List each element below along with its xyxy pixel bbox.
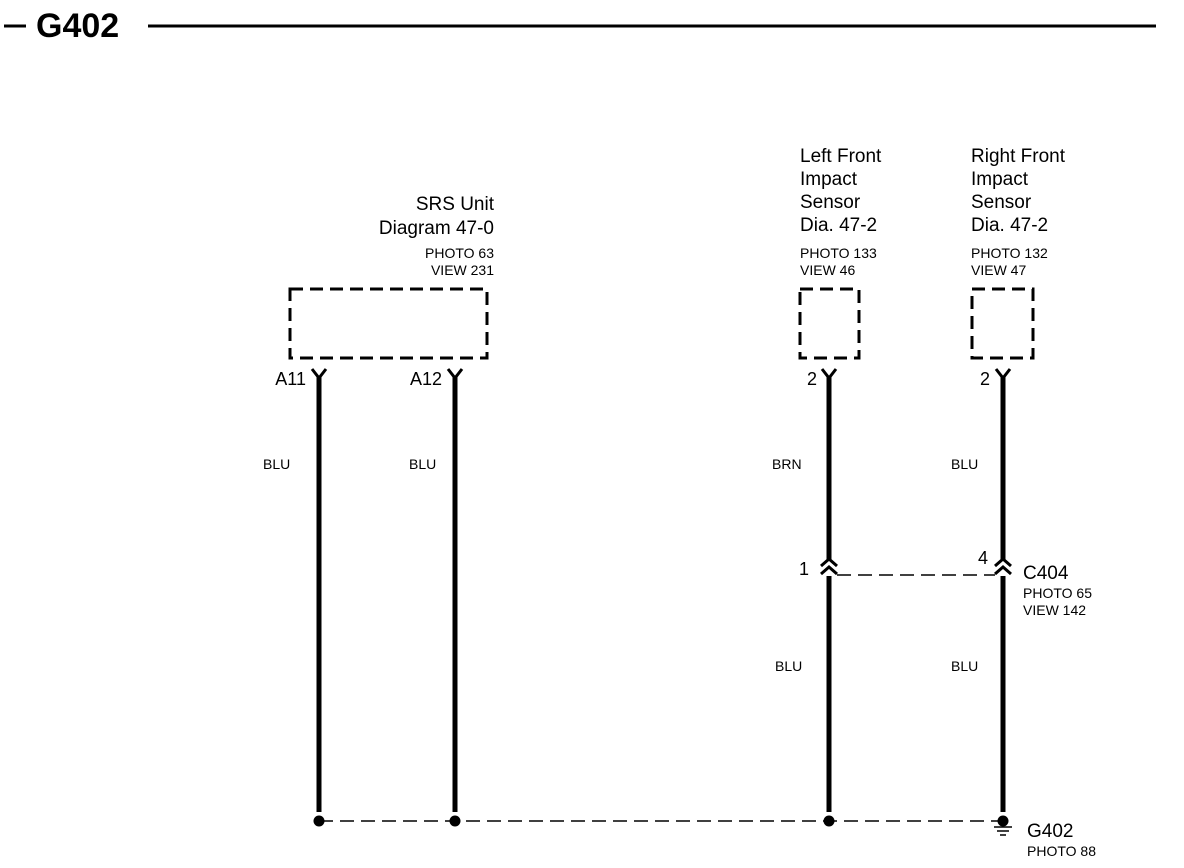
connector-name: C404 — [1023, 563, 1069, 584]
right-sensor-line2: Impact — [971, 169, 1029, 190]
ground-splice-right — [997, 815, 1009, 827]
right-sensor-box — [970, 287, 1035, 360]
left-sensor-labels: Left Front Impact Sensor Dia. 47-2 PHOTO… — [800, 146, 882, 278]
left-sensor-photo: PHOTO 133 — [800, 245, 877, 261]
ground-splice-left — [823, 815, 835, 827]
left-sensor-box — [798, 287, 861, 360]
right-sensor-line3: Sensor — [971, 192, 1032, 213]
connector-icon-right — [994, 557, 1012, 576]
pin-label-a11: A11 — [275, 369, 306, 389]
connector-pin-left: 1 — [799, 559, 809, 579]
pin-label-right-sensor: 2 — [980, 369, 990, 389]
connector-photo: PHOTO 65 — [1023, 585, 1092, 601]
connector-pin-right: 4 — [978, 548, 988, 568]
srs-unit-box — [288, 287, 489, 360]
page-title: G402 — [36, 7, 119, 45]
ground-splice-a11 — [313, 815, 325, 827]
right-sensor-view: VIEW 47 — [971, 262, 1026, 278]
pin-label-left-sensor: 2 — [807, 369, 817, 389]
left-sensor-line3: Sensor — [800, 192, 861, 213]
right-sensor-labels: Right Front Impact Sensor Dia. 47-2 PHOT… — [971, 146, 1066, 278]
left-sensor-view: VIEW 46 — [800, 262, 855, 278]
connector-icon-left — [820, 557, 838, 576]
ground-splice-a12 — [449, 815, 461, 827]
left-sensor-diagram: Dia. 47-2 — [800, 215, 877, 236]
pin-label-a12: A12 — [410, 369, 442, 389]
connector-view: VIEW 142 — [1023, 602, 1086, 618]
left-sensor-line2: Impact — [800, 169, 858, 190]
wire-color-a11: BLU — [263, 456, 290, 472]
srs-unit-labels: SRS Unit Diagram 47-0 PHOTO 63 VIEW 231 — [379, 194, 495, 278]
right-sensor-photo: PHOTO 132 — [971, 245, 1048, 261]
left-sensor-line1: Left Front — [800, 146, 882, 167]
srs-unit-name: SRS Unit — [416, 194, 495, 215]
wire-color-a12: BLU — [409, 456, 436, 472]
wire-color-left-lower: BLU — [775, 658, 802, 674]
right-sensor-line1: Right Front — [971, 146, 1066, 167]
ground-icon — [994, 826, 1012, 836]
wire-color-right-upper: BLU — [951, 456, 978, 472]
srs-unit-photo: PHOTO 63 — [425, 245, 494, 261]
srs-unit-diagram: Diagram 47-0 — [379, 218, 494, 239]
wire-color-left-upper: BRN — [772, 456, 802, 472]
right-sensor-diagram: Dia. 47-2 — [971, 215, 1048, 236]
srs-unit-view: VIEW 231 — [431, 262, 494, 278]
wire-color-right-lower: BLU — [951, 658, 978, 674]
ground-photo: PHOTO 88 — [1027, 843, 1096, 859]
ground-name: G402 — [1027, 821, 1073, 842]
